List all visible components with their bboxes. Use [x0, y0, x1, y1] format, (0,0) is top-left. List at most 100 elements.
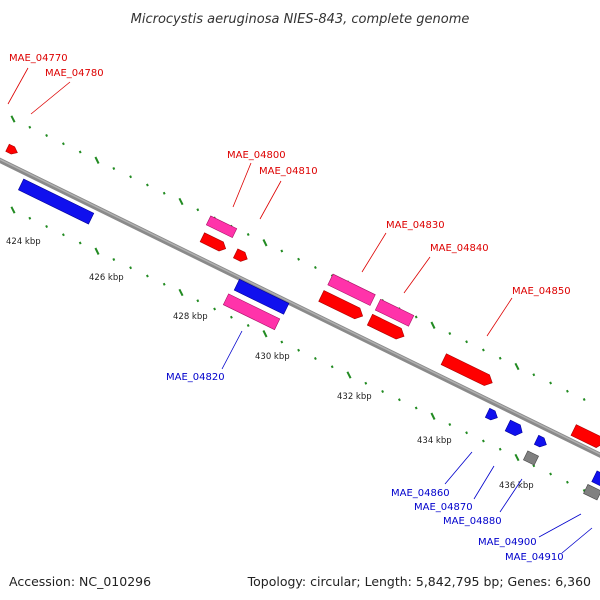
- lower-track-tick: [346, 371, 352, 379]
- gene-label-mae-04830[interactable]: MAE_04830: [386, 220, 445, 231]
- leader-mae-04880: [499, 478, 523, 513]
- gene-label-mae-04770[interactable]: MAE_04770: [9, 53, 68, 64]
- lower-track-tick: [178, 288, 184, 297]
- gene-label-mae-04900[interactable]: MAE_04900: [478, 537, 537, 548]
- lower-track-tick: [514, 453, 520, 462]
- upper-track-tick: [129, 175, 133, 179]
- lower-track-tick: [213, 307, 217, 311]
- leader-mae-04900: [538, 513, 582, 538]
- tick-label-426: 426 kbp: [89, 273, 124, 283]
- lower-track-tick: [414, 406, 418, 410]
- tick-label-432: 432 kbp: [337, 392, 372, 402]
- gene-label-mae-04850[interactable]: MAE_04850: [512, 286, 571, 297]
- lower-track-tick: [448, 422, 452, 427]
- lower-track-tick: [10, 206, 16, 214]
- gene-label-mae-04860[interactable]: MAE_04860: [391, 488, 450, 499]
- gene-features: [5, 143, 600, 501]
- upper-track-tick: [28, 125, 32, 129]
- upper-track-tick: [313, 265, 317, 270]
- lower-track-tick: [129, 266, 133, 270]
- lower-track-tick: [94, 247, 100, 255]
- upper-track-tick: [532, 373, 536, 377]
- gene-arrow-mae-04810[interactable]: [233, 248, 249, 264]
- lower-track-tick: [78, 241, 82, 245]
- leader-mae-04910: [561, 527, 593, 554]
- gene-label-mae-04870[interactable]: MAE_04870: [414, 502, 473, 513]
- tick-label-424: 424 kbp: [6, 237, 41, 247]
- lower-track-dots: [10, 206, 586, 493]
- gene-arrow-mae-04870[interactable]: [504, 419, 525, 438]
- upper-track-tick: [61, 142, 65, 146]
- lower-track-tick: [397, 398, 401, 402]
- lower-track-tick: [364, 381, 368, 385]
- gene-arrow-mae-04800[interactable]: [205, 215, 238, 239]
- upper-track-dots: [10, 115, 586, 402]
- lower-track-tick: [112, 257, 116, 262]
- gene-arrow-mae-04830[interactable]: [327, 273, 376, 306]
- leader-mae-04770: [7, 67, 29, 105]
- lower-track-tick: [28, 216, 32, 220]
- upper-track-tick: [196, 208, 200, 212]
- lower-track-tick: [145, 274, 149, 278]
- upper-track-tick: [246, 232, 250, 237]
- tick-label-436: 436 kbp: [499, 481, 534, 491]
- lower-track-tick: [565, 480, 569, 484]
- leader-mae-04820: [221, 330, 243, 370]
- gene-arrow-mae-04840[interactable]: [374, 298, 415, 327]
- gene-arrow-forward-b[interactable]: [318, 290, 366, 322]
- gene-label-mae-04810[interactable]: MAE_04810: [259, 166, 318, 177]
- gene-label-mae-04820[interactable]: MAE_04820: [166, 372, 225, 383]
- gene-arrow-mae-04850[interactable]: [440, 353, 495, 388]
- gene-arrow-mae-04860[interactable]: [484, 407, 499, 422]
- gene-arrow-reverse-3[interactable]: [591, 470, 600, 487]
- gene-label-mae-04840[interactable]: MAE_04840: [430, 243, 489, 254]
- gene-arrow-forward-c[interactable]: [366, 313, 406, 341]
- gene-arrow-forward-d[interactable]: [570, 424, 600, 450]
- tick-label-430: 430 kbp: [255, 352, 290, 362]
- gene-label-mae-04800[interactable]: MAE_04800: [227, 150, 286, 161]
- upper-track-tick: [582, 397, 586, 402]
- genome-summary-text: Topology: circular; Length: 5,842,795 bp…: [247, 574, 591, 589]
- upper-track-tick: [498, 356, 502, 360]
- tick-label-428: 428 kbp: [173, 312, 208, 322]
- lower-track-tick: [162, 282, 166, 286]
- gene-arrow-reverse-2[interactable]: [233, 278, 290, 315]
- tick-labels: 424 kbp 426 kbp 428 kbp 430 kbp 432 kbp …: [6, 237, 534, 491]
- gene-arrow-forward-a[interactable]: [199, 232, 228, 253]
- gene-arrow-reverse-1[interactable]: [18, 178, 95, 225]
- gene-arrow-mae-04820[interactable]: [222, 293, 281, 331]
- leader-mae-04810: [259, 180, 282, 220]
- lower-track-tick: [481, 439, 485, 443]
- lower-track-tick: [196, 299, 200, 303]
- leader-mae-04800: [232, 162, 252, 208]
- leader-mae-04780: [30, 81, 71, 115]
- upper-track-tick: [45, 133, 49, 138]
- lower-track-tick: [61, 233, 65, 237]
- gene-label-mae-04780[interactable]: MAE_04780: [45, 68, 104, 79]
- upper-track-tick: [262, 239, 268, 247]
- gene-arrow-mae-04900[interactable]: [583, 484, 600, 501]
- upper-track-tick: [481, 348, 485, 352]
- gene-arrow-mae-04880[interactable]: [533, 434, 548, 449]
- gene-label-mae-04880[interactable]: MAE_04880: [443, 516, 502, 527]
- tick-label-434: 434 kbp: [417, 436, 452, 446]
- leader-mae-04840: [403, 256, 431, 294]
- upper-track-tick: [78, 150, 82, 154]
- upper-track-tick: [112, 166, 116, 171]
- gene-arrow-mae-04770[interactable]: [5, 143, 19, 156]
- gene-arrow-other-1[interactable]: [523, 450, 539, 466]
- lower-track-tick: [381, 389, 385, 394]
- upper-track-tick: [162, 191, 166, 195]
- leader-mae-04850: [486, 297, 513, 337]
- upper-track-tick: [297, 257, 301, 261]
- lower-track-tick: [430, 412, 436, 420]
- map-title: Microcystis aeruginosa NIES-843, complet…: [131, 12, 470, 27]
- lower-track-tick: [280, 340, 284, 344]
- upper-track-tick: [514, 362, 520, 371]
- gene-label-mae-04910[interactable]: MAE_04910: [505, 552, 564, 563]
- lower-track-tick: [246, 323, 250, 328]
- lower-track-tick: [498, 447, 502, 451]
- lower-track-tick: [262, 330, 268, 338]
- lower-track-tick: [45, 224, 49, 229]
- upper-track-tick: [145, 183, 149, 187]
